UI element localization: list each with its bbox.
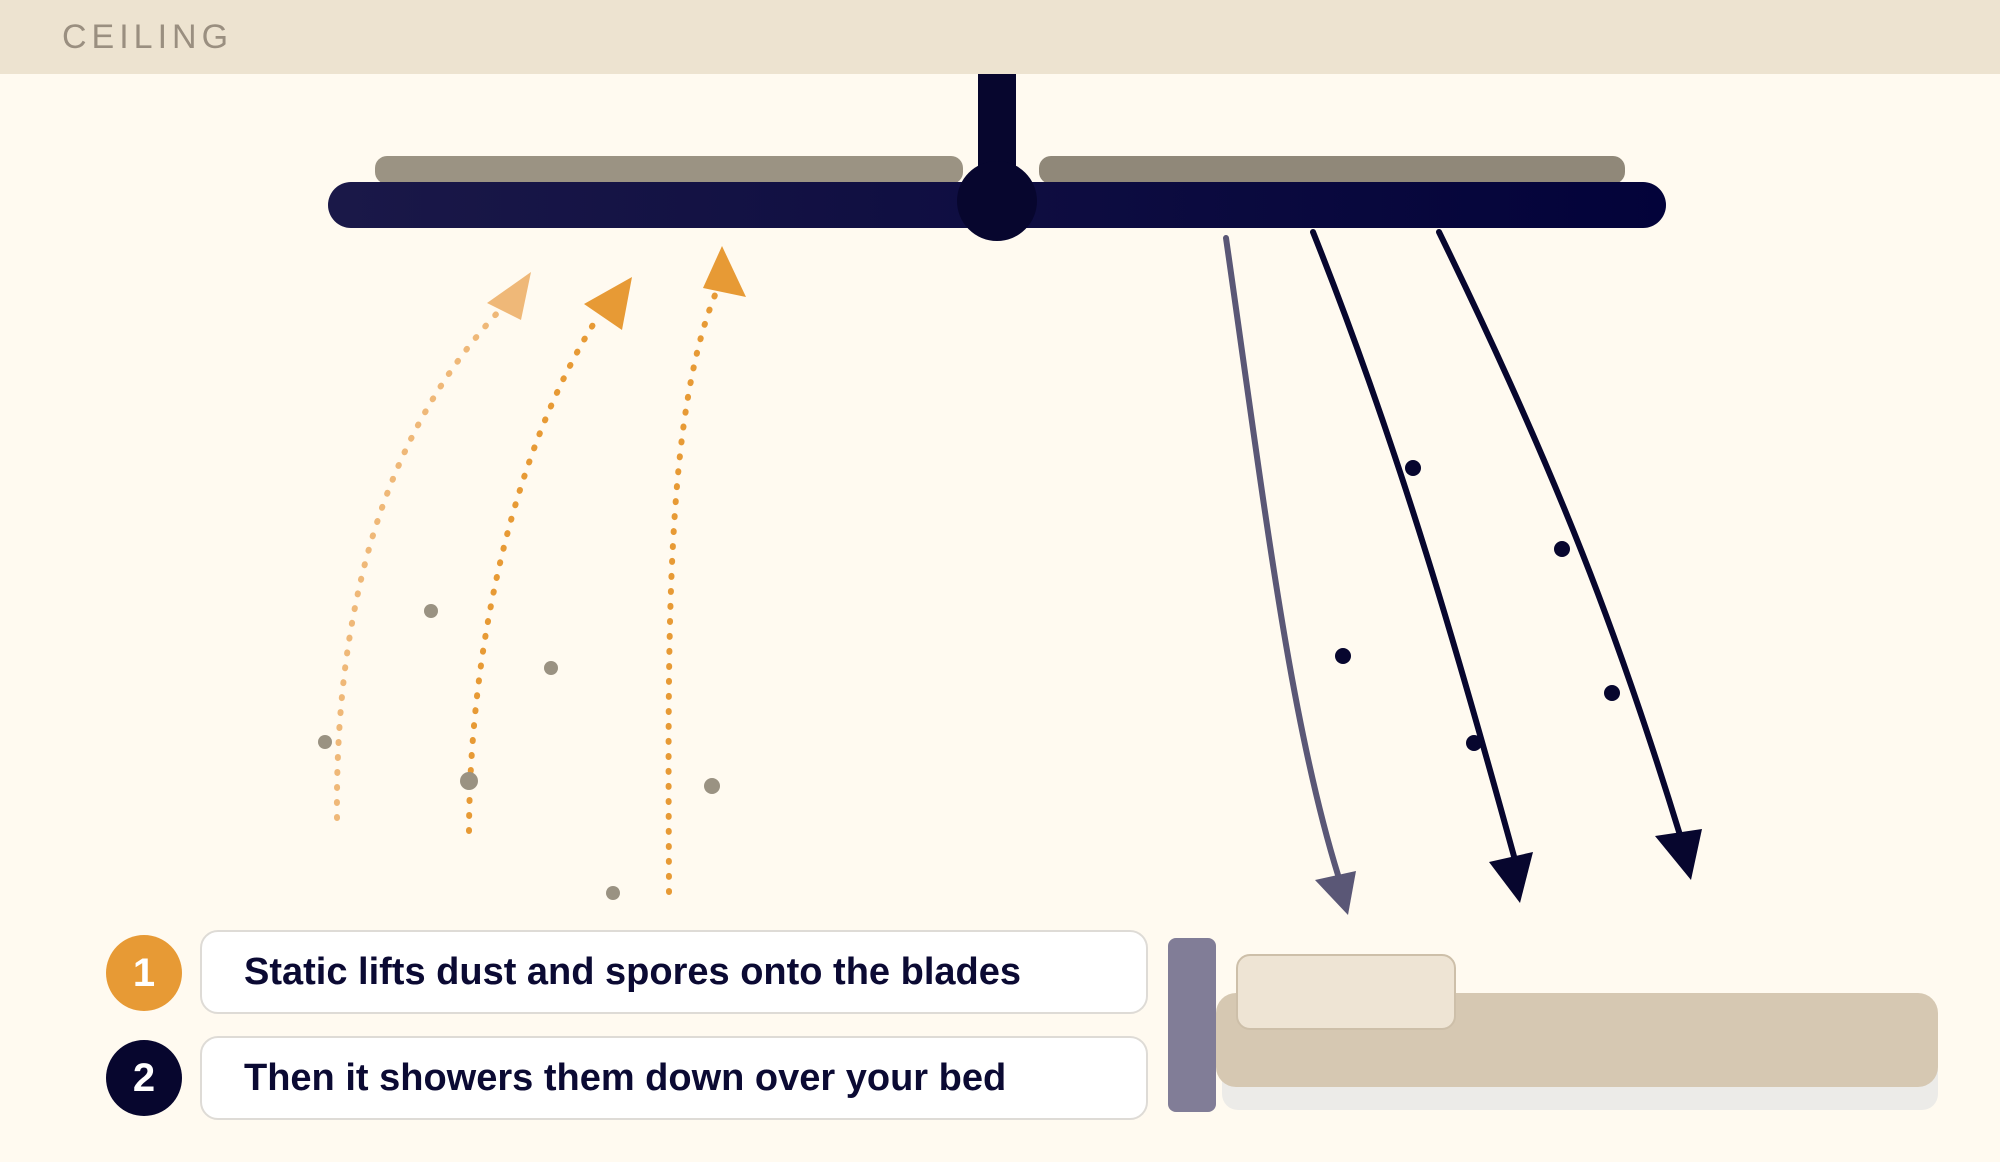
step-2-card: Then it showers them down over your bed (200, 1036, 1148, 1120)
dust-particle (424, 604, 438, 618)
ceiling: CEILING (0, 0, 2000, 74)
downdraft-arrow-2 (1310, 229, 1518, 863)
falling-dust-particles (1335, 460, 1620, 751)
pillow (1236, 954, 1456, 1030)
dust-particle (1466, 735, 1482, 751)
updraft-arrow-3 (665, 292, 718, 895)
updraft-arrowhead-3 (703, 246, 746, 297)
dust-layer-left (375, 156, 963, 184)
updraft-arrowhead-1 (487, 272, 531, 320)
ceiling-fan-icon (328, 74, 1666, 241)
step-2-badge: 2 (106, 1040, 182, 1116)
updraft-arrows (333, 292, 718, 895)
downdraft-arrow-1 (1223, 235, 1341, 878)
headboard (1168, 938, 1216, 1112)
updraft-arrowheads (487, 246, 746, 330)
dust-particle (544, 661, 558, 675)
dust-layer-right (1039, 156, 1625, 184)
downdraft-arrowhead-2 (1489, 852, 1533, 903)
dust-particle (1405, 460, 1421, 476)
dust-particle (1554, 541, 1570, 557)
dust-particle (1604, 685, 1620, 701)
step-1-text: Static lifts dust and spores onto the bl… (244, 950, 1021, 993)
fan-hub (957, 161, 1037, 241)
updraft-arrowhead-2 (584, 277, 632, 330)
updraft-arrow-1 (333, 307, 503, 821)
updraft-arrow-2 (466, 317, 599, 834)
downdraft-arrows (1223, 229, 1683, 878)
step-1-badge: 1 (106, 935, 182, 1011)
step-2-text: Then it showers them down over your bed (244, 1056, 1007, 1099)
downdraft-arrowheads (1315, 829, 1702, 915)
step-1-card: Static lifts dust and spores onto the bl… (200, 930, 1148, 1014)
downdraft-arrowhead-1 (1315, 871, 1356, 915)
dust-particle (318, 735, 332, 749)
ceiling-label: CEILING (62, 18, 234, 56)
floating-dust-particles (318, 604, 720, 900)
dust-particle (460, 772, 478, 790)
dust-particle (1335, 648, 1351, 664)
downdraft-arrow-3 (1436, 229, 1683, 838)
dust-particle (606, 886, 620, 900)
dust-particle (704, 778, 720, 794)
fan-downrod (978, 74, 1016, 174)
downdraft-arrowhead-3 (1655, 829, 1702, 880)
